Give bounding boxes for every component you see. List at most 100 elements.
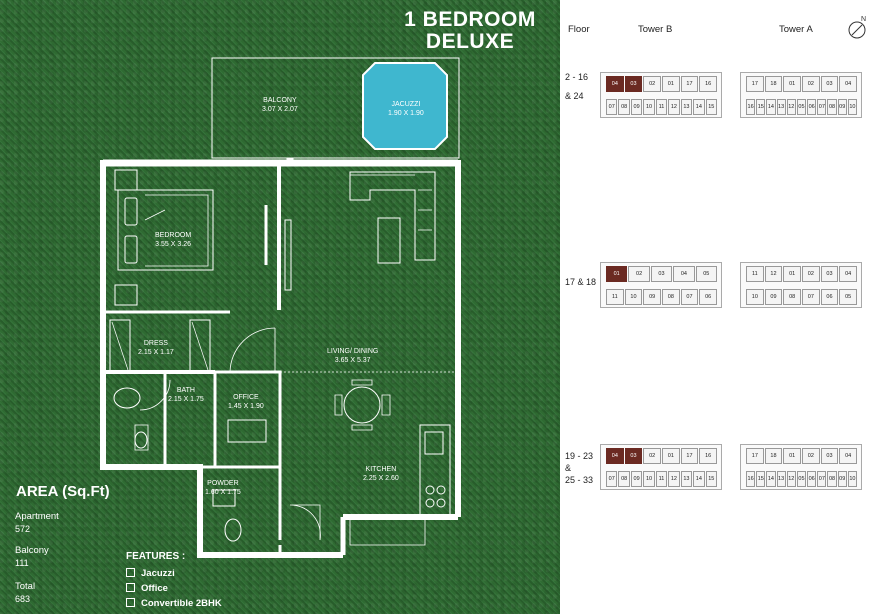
unit-number: 01	[667, 453, 674, 459]
unit-cell: 12	[786, 471, 796, 487]
unit-number: 02	[649, 453, 656, 459]
unit-cell: 14	[693, 99, 705, 115]
unit-cell: 05	[839, 289, 857, 305]
unit-cell: 13	[776, 471, 786, 487]
unit-number: 06	[826, 294, 833, 300]
unit-cell: 03	[820, 76, 839, 92]
unit-number: 08	[789, 294, 796, 300]
room-jacuzzi-dims: 1.90 X 1.90	[388, 110, 424, 117]
unit-cell: 17	[680, 76, 699, 92]
unit-cell: 02	[628, 266, 650, 282]
room-kitchen-name: KITCHEN	[365, 466, 397, 473]
unit-cell: 07	[680, 289, 699, 305]
room-balcony: BALCONY 3.07 X 2.07	[262, 96, 298, 114]
unit-number: 03	[826, 81, 833, 87]
room-office-dims: 1.45 X 1.90	[228, 403, 264, 410]
room-powder-name: POWDER	[207, 480, 239, 487]
unit-number: 01	[789, 271, 796, 277]
balcony-label: Balcony	[15, 545, 49, 556]
room-jacuzzi-name: JACUZZI	[391, 101, 421, 108]
unit-number: 01	[789, 81, 796, 87]
unit-number: 03	[630, 81, 637, 87]
unit-cell: 15	[756, 99, 766, 115]
unit-number: 08	[828, 476, 836, 482]
unit-cell: 09	[643, 289, 661, 305]
unit-number: 05	[703, 271, 710, 277]
room-office: OFFICE 1.45 X 1.90	[228, 393, 264, 411]
room-living-name: LIVING/ DINING	[327, 348, 379, 355]
unit-cell: 12	[786, 99, 796, 115]
unit-cell: 10	[746, 289, 764, 305]
unit-cell: 04	[606, 448, 624, 464]
unit-cell: 01	[662, 448, 680, 464]
unit-number: 03	[826, 271, 833, 277]
unit-number: 02	[807, 81, 814, 87]
unit-number: 12	[670, 476, 677, 482]
jacuzzi-shape	[362, 62, 448, 150]
unit-cell: 10	[847, 471, 857, 487]
unit-cell: 15	[705, 99, 717, 115]
plan-title-line2: DELUXE	[425, 30, 515, 53]
checkbox-icon	[126, 583, 135, 592]
feature-label: Office	[141, 583, 168, 594]
feature-label: Convertible 2BHK	[141, 598, 222, 609]
unit-number: 08	[667, 294, 674, 300]
unit-number: 16	[705, 453, 712, 459]
unit-number: 10	[630, 294, 637, 300]
unit-number: 04	[845, 453, 852, 459]
unit-cell: 07	[802, 289, 820, 305]
unit-cell: 02	[802, 448, 820, 464]
unit-cell: 06	[807, 471, 817, 487]
unit-cell: 02	[643, 448, 661, 464]
unit-cell: 08	[783, 289, 801, 305]
unit-number: 02	[807, 271, 814, 277]
unit-number: 01	[667, 81, 674, 87]
unit-cell: 11	[655, 471, 668, 487]
unit-cell: 18	[764, 448, 783, 464]
unit-number: 09	[633, 476, 640, 482]
unit-number: 12	[670, 104, 677, 110]
unit-number: 09	[633, 104, 640, 110]
unit-number: 08	[828, 104, 836, 110]
unit-cell: 08	[662, 289, 680, 305]
unit-number: 02	[636, 271, 643, 277]
unit-number: 04	[611, 81, 618, 87]
unit-cell: 09	[630, 99, 643, 115]
unit-number: 04	[680, 271, 687, 277]
unit-number: 11	[658, 104, 665, 110]
unit-number: 02	[807, 453, 814, 459]
unit-cell: 06	[820, 289, 839, 305]
unit-cell: 10	[624, 289, 643, 305]
unit-number: 17	[751, 81, 758, 87]
feature-label: Jacuzzi	[141, 568, 175, 579]
apartment-label: Apartment	[15, 511, 59, 522]
room-bedroom-dims: 3.55 X 3.26	[155, 241, 191, 248]
unit-cell: 16	[746, 471, 756, 487]
unit-number: 09	[839, 104, 846, 110]
unit-number: 18	[770, 453, 777, 459]
floor-plan-drawing	[100, 57, 461, 558]
unit-cell: 18	[764, 76, 783, 92]
unit-number: 14	[695, 104, 702, 110]
room-living: LIVING/ DINING 3.65 X 5.37	[327, 347, 378, 365]
floor-line: &	[565, 463, 572, 473]
features-title: FEATURES :	[126, 551, 186, 562]
unit-number: 05	[845, 294, 852, 300]
unit-number: 12	[788, 476, 795, 482]
unit-cell: 07	[817, 471, 827, 487]
unit-cell: 06	[807, 99, 817, 115]
room-balcony-name: BALCONY	[263, 97, 297, 104]
unit-cell: 05	[695, 266, 717, 282]
unit-number: 04	[845, 81, 852, 87]
unit-cell: 03	[650, 266, 673, 282]
tower-b-header: Tower B	[638, 24, 673, 35]
unit-cell: 12	[668, 471, 680, 487]
unit-cell: 01	[606, 266, 628, 282]
unit-cell: 16	[699, 448, 717, 464]
area-title: AREA (Sq.Ft)	[16, 483, 110, 500]
unit-cell: 14	[693, 471, 705, 487]
unit-cell: 03	[820, 448, 839, 464]
